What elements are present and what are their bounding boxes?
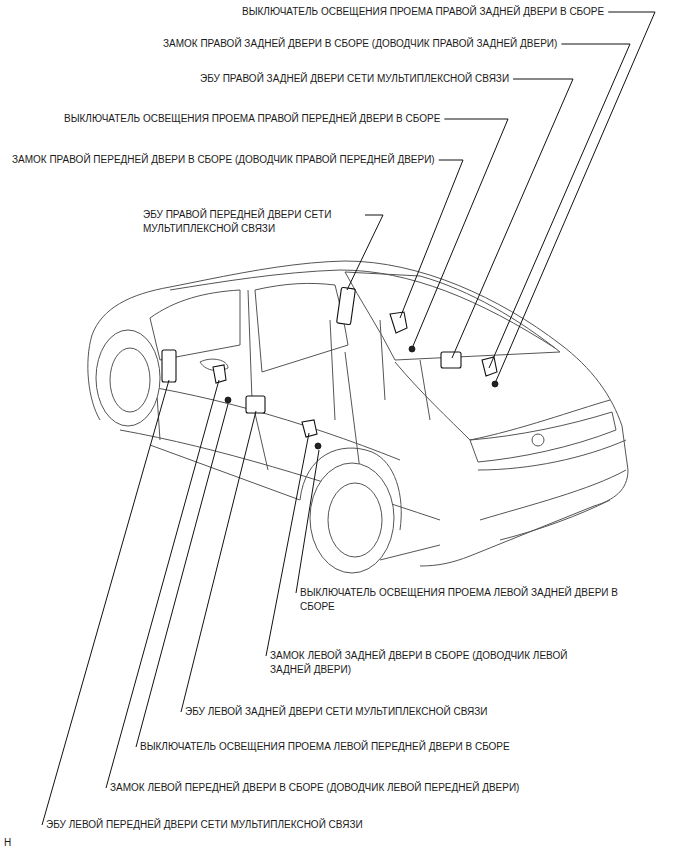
- part-label: ЗАМОК ПРАВОЙ ПЕРЕДНЕЙ ДВЕРИ В СБОРЕ (ДОВ…: [12, 153, 435, 167]
- ecu-right-rear: [441, 352, 461, 368]
- ecu-right-front: [337, 287, 356, 325]
- rear-bumper: [478, 440, 626, 540]
- leader-line: [42, 380, 169, 825]
- leader-line: [181, 411, 256, 712]
- side-sill: [150, 445, 440, 560]
- rear-arch: [300, 448, 401, 530]
- part-label: ЗАМОК ЛЕВОЙ ПЕРЕДНЕЙ ДВЕРИ В СБОРЕ (ДОВО…: [110, 781, 519, 795]
- switch-left-rear: [315, 443, 321, 449]
- leader-line: [452, 79, 573, 358]
- leader-line: [106, 380, 219, 788]
- rear-rim: [328, 483, 382, 557]
- part-label: ЗАМОК ЛЕВОЙ ЗАДНЕЙ ДВЕРИ В СБОРЕ (ДОВОДЧ…: [270, 649, 610, 677]
- leader-line: [489, 44, 630, 368]
- part-label: ВЫКЛЮЧАТЕЛЬ ОСВЕЩЕНИЯ ПРОЕМА ПРАВОЙ ПЕРЕ…: [64, 112, 440, 126]
- part-label: ВЫКЛЮЧАТЕЛЬ ОСВЕЩЕНИЯ ПРОЕМА ЛЕВОЙ ПЕРЕД…: [140, 740, 510, 754]
- front-rim: [110, 348, 150, 412]
- leader-line: [347, 215, 383, 290]
- part-label: ЭБУ ПРАВОЙ ЗАДНЕЙ ДВЕРИ СЕТИ МУЛЬТИПЛЕКС…: [200, 72, 509, 86]
- leader-line: [400, 160, 463, 318]
- emblem: [532, 434, 544, 446]
- part-label: ЭБУ ЛЕВОЙ ЗАДНЕЙ ДВЕРИ СЕТИ МУЛЬТИПЛЕКСН…: [185, 705, 487, 719]
- switch-right-rear: [492, 381, 498, 387]
- part-label: ЭБУ ПРАВОЙ ПЕРЕДНЕЙ ДВЕРИ СЕТИ МУЛЬТИПЛЕ…: [143, 208, 361, 236]
- part-label: ЭБУ ЛЕВОЙ ПЕРЕДНЕЙ ДВЕРИ СЕТИ МУЛЬТИПЛЕК…: [46, 818, 363, 832]
- leader-line: [496, 12, 655, 381]
- part-label: ВЫКЛЮЧАТЕЛЬ ОСВЕЩЕНИЯ ПРОЕМА ПРАВОЙ ЗАДН…: [242, 5, 604, 19]
- inner-door-frames: [330, 320, 430, 420]
- rear-door-window: [255, 283, 348, 372]
- figure-code: H: [4, 836, 11, 850]
- tail-lights: [470, 412, 616, 462]
- lock-left-front: [213, 365, 226, 383]
- leader-line: [413, 119, 508, 346]
- part-label: ЗАМОК ПРАВОЙ ЗАДНЕЙ ДВЕРИ В СБОРЕ (ДОВОД…: [163, 37, 557, 51]
- ecu-left-rear: [246, 396, 265, 413]
- ecu-left-front: [162, 350, 176, 382]
- part-label: ВЫКЛЮЧАТЕЛЬ ОСВЕЩЕНИЯ ПРОЕМА ЛЕВОЙ ЗАДНЕ…: [300, 586, 650, 614]
- door-lines: [105, 290, 440, 520]
- rear-wheel: [310, 463, 394, 573]
- switch-left-front: [225, 397, 231, 403]
- leader-line: [266, 433, 309, 656]
- lock-right-front: [390, 312, 407, 333]
- front-wheel: [96, 330, 160, 426]
- switch-right-front: [409, 346, 415, 352]
- lock-left-rear: [302, 420, 317, 437]
- leader-line: [136, 404, 228, 747]
- leader-line: [296, 450, 319, 593]
- rear-window: [345, 272, 560, 360]
